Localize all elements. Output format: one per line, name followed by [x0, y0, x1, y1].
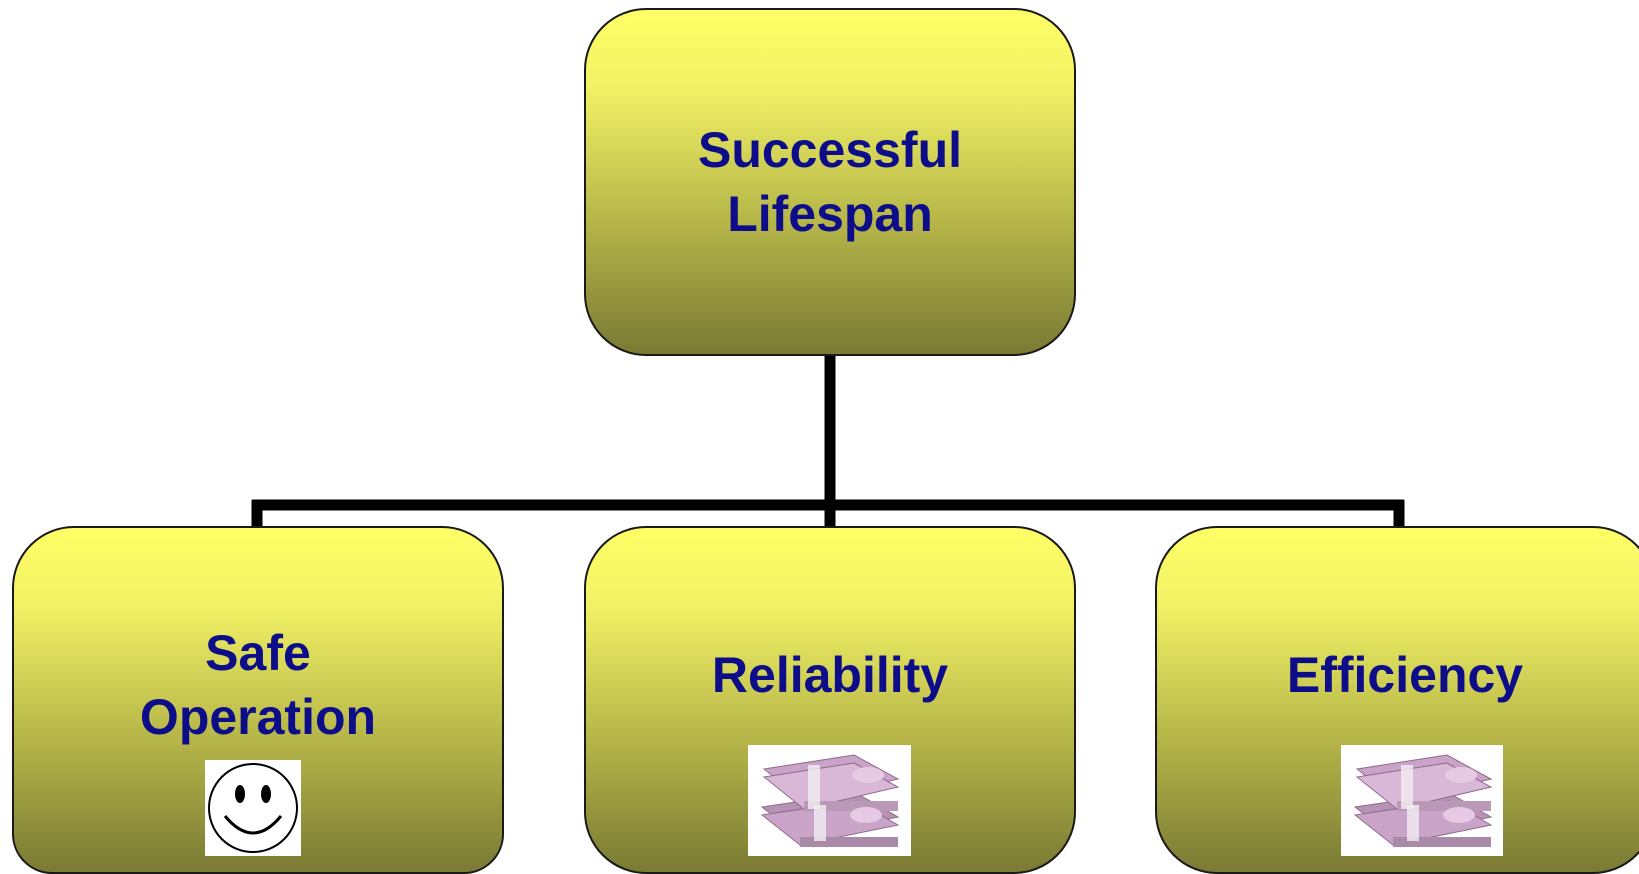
child-node-safe-operation: Safe Operation	[12, 526, 504, 874]
child-node-reliability: Reliability	[584, 526, 1076, 874]
safe-label-line1: Safe	[205, 625, 311, 681]
root-node-successful-lifespan: Successful Lifespan	[584, 8, 1076, 356]
root-node-label: Successful Lifespan	[698, 118, 962, 246]
reliability-label: Reliability	[711, 647, 949, 703]
safe-label-line2: Operation	[139, 689, 377, 745]
banknotes-stack-image	[1341, 745, 1503, 856]
banknotes-stack-image	[748, 745, 911, 856]
smiley-face-icon	[205, 760, 301, 856]
root-label-line2: Lifespan	[727, 186, 933, 242]
safe-operation-label: Safe Operation	[140, 621, 376, 749]
root-label-line1: Successful	[697, 122, 962, 178]
efficiency-label: Efficiency	[1286, 647, 1524, 703]
